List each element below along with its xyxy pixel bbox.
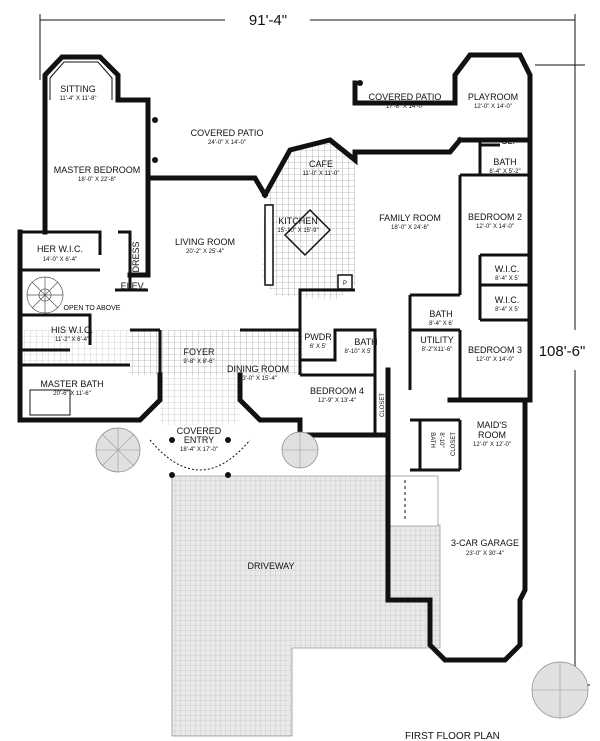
room-dim-dining-room: 13'-0" X 15'-4" <box>239 376 277 382</box>
room-label-dress: DRESS <box>131 241 141 272</box>
room-dim-bedroom-2: 12'-0" X 14'-0" <box>476 224 514 230</box>
room-label-bath-3: BATH <box>354 337 377 347</box>
room-dim-pwdr: 6' X 5' <box>310 344 326 350</box>
room-label-open-to-above: OPEN TO ABOVE <box>64 305 121 312</box>
room-label-bath-1: BATH <box>493 157 516 167</box>
room-label-his-wic: HIS W.I.C. <box>51 325 93 335</box>
room-label-driveway: DRIVEWAY <box>247 561 294 571</box>
room-label-pwdr: PWDR <box>304 332 332 342</box>
room-dim-covered-patio-2: 17'-8" X 14'-0" <box>386 104 424 110</box>
kitchen-island <box>264 204 353 290</box>
room-label-wic-2: W.I.C. <box>495 295 520 305</box>
room-label-kitchen: KITCHEN <box>278 216 318 226</box>
room-label-dining-room: DINING ROOM <box>227 364 289 374</box>
sitting-room-bay <box>49 61 113 100</box>
interior-walls <box>20 140 530 472</box>
room-dim-bedroom-3: 12'-0" X 14'-0" <box>476 357 514 363</box>
shrub-texture <box>96 428 588 718</box>
overall-width-label: 91'-4" <box>249 12 287 29</box>
room-label-elev: ELEV. <box>121 281 146 291</box>
room-dim-living-room: 20'-2" X 25'-4" <box>186 249 224 255</box>
room-dim-covered-patio-1: 24'-0" X 14'-0" <box>208 140 246 146</box>
columns <box>152 80 363 478</box>
room-labels: SITTING 11'-4" X 11'-8" COVERED PATIO 24… <box>37 84 522 571</box>
room-dim-bath-4: 8'-10" <box>438 432 444 447</box>
room-label-sitting: SITTING <box>60 84 96 94</box>
room-dim-covered-entry: 18'-4" X 17'-0" <box>180 447 218 453</box>
room-label-master-bedroom: MASTER BEDROOM <box>54 165 141 175</box>
room-label-cl: CL. <box>501 136 515 146</box>
garage-apron <box>387 475 439 527</box>
room-label-closet-2: CLOSET <box>451 432 457 456</box>
room-dim-her-wic: 14'-0" X 6'-4" <box>43 257 78 263</box>
room-label-cafe: CAFE <box>309 159 333 169</box>
floor-plan-title: FIRST FLOOR PLAN <box>405 731 500 741</box>
room-label-bath-2: BATH <box>429 309 452 319</box>
room-label-bath-4: BATH <box>429 432 435 448</box>
room-label-covered-entry-2: ENTRY <box>184 435 214 445</box>
overall-depth-label: 108'-6" <box>539 343 586 360</box>
room-dim-master-bedroom: 18'-0" X 22'-8" <box>78 177 116 183</box>
room-dim-garage: 23'-0" X 30'-4" <box>466 551 504 557</box>
room-label-closet-1: CLOSET <box>380 393 386 417</box>
room-dim-utility: 8'-2"X11'-6" <box>422 347 453 353</box>
entry-arc <box>149 439 251 471</box>
room-dim-kitchen: 15'-10" X 15'-9" <box>277 228 318 234</box>
room-label-her-wic: HER W.I.C. <box>37 244 83 254</box>
room-label-bedroom-2: BEDROOM 2 <box>468 212 522 222</box>
room-label-family-room: FAMILY ROOM <box>379 213 441 223</box>
master-tub <box>29 389 71 416</box>
stair <box>26 276 64 314</box>
room-dim-his-wic: 11'-2" X 6'-4" <box>55 337 89 343</box>
room-label-bedroom-3: BEDROOM 3 <box>468 345 522 355</box>
room-dim-family-room: 18'-0" X 24'-6" <box>391 225 429 231</box>
room-label-bedroom-4: BEDROOM 4 <box>310 386 364 396</box>
room-label-covered-patio-2: COVERED PATIO <box>369 92 442 102</box>
room-label-covered-entry: COVERED <box>177 426 222 436</box>
room-dim-master-bath: 20'-6" X 11'-6" <box>53 391 90 397</box>
room-label-maids-room: MAID'S <box>477 420 507 430</box>
room-dim-cafe: 11'-0" X 11'-0" <box>302 171 339 177</box>
room-dim-bath-2: 8'-4" X 6' <box>429 321 453 327</box>
room-label-utility: UTILITY <box>420 335 454 345</box>
room-label-playroom: PLAYROOM <box>468 92 518 102</box>
room-label-living-room: LIVING ROOM <box>175 237 235 247</box>
room-dim-bedroom-4: 12'-9" X 13'-4" <box>318 398 356 404</box>
room-dim-sitting: 11'-4" X 11'-8" <box>59 96 96 102</box>
room-dim-maids-room: 12'-0" X 12'-0" <box>473 442 511 448</box>
room-dim-playroom: 12'-0" X 14'-0" <box>474 104 512 110</box>
room-label-wic-1: W.I.C. <box>495 264 520 274</box>
pantry-label: P <box>343 281 347 287</box>
dimension-lines <box>39 14 590 686</box>
room-label-garage: 3-CAR GARAGE <box>451 538 519 548</box>
room-label-foyer: FOYER <box>183 347 215 357</box>
room-dim-wic-1: 8'-4" X 5' <box>495 276 519 282</box>
room-label-master-bath: MASTER BATH <box>40 379 103 389</box>
room-dim-bath-3: 8'-10" X 5' <box>344 349 371 355</box>
room-dim-foyer: 9'-8" X 8'-6" <box>183 359 214 365</box>
room-label-covered-patio-1: COVERED PATIO <box>191 128 264 138</box>
tile-floors <box>20 140 355 425</box>
room-dim-bath-1: 8'-4" X 5'-2" <box>489 169 520 175</box>
exterior-walls <box>17 52 533 663</box>
room-dim-wic-2: 8'-4" X 5' <box>495 307 519 313</box>
room-label-maids-room-2: ROOM <box>478 430 506 440</box>
